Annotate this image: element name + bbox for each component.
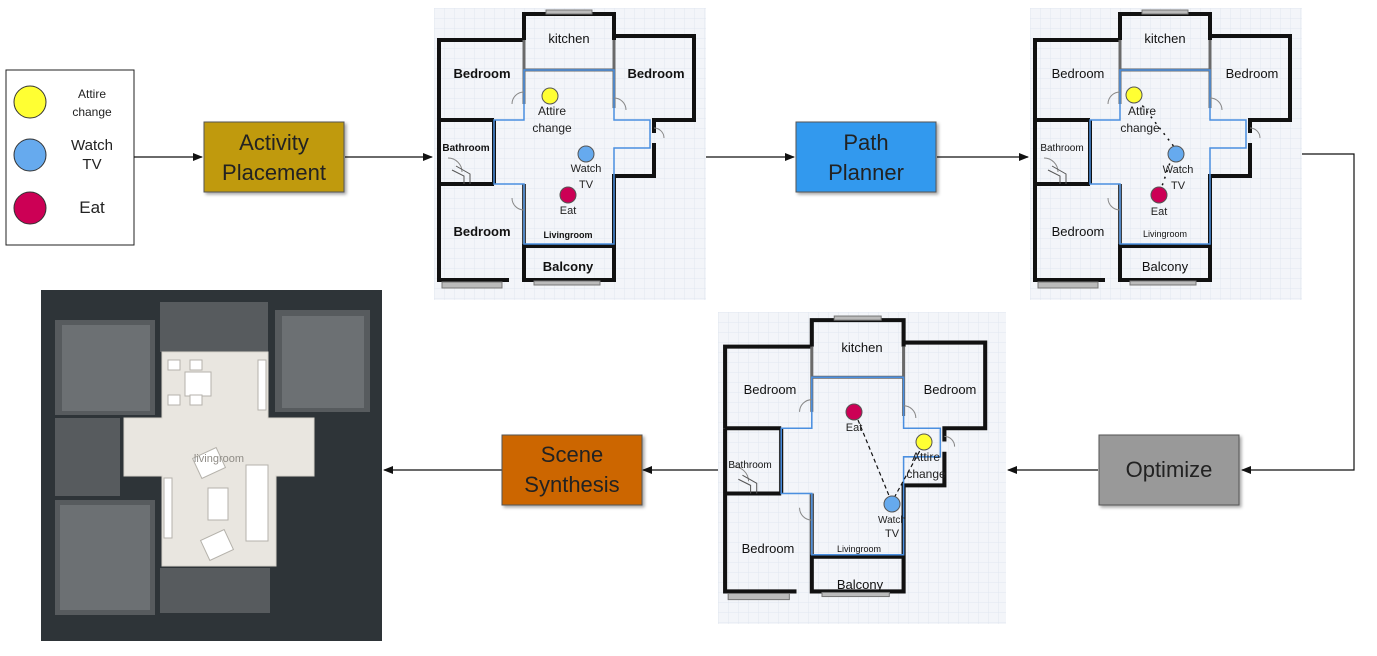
arrow-plan2-to-optimize — [1241, 153, 1355, 474]
plan2-watch-label-1: Watch — [1163, 164, 1194, 176]
plan2-path — [1137, 99, 1176, 193]
synthesized-scene-render: livingroom — [41, 290, 382, 641]
legend: Attire change Watch TV Eat — [5, 69, 135, 246]
plan2-livingroom-label: Livingroom — [1143, 229, 1187, 239]
plan1-eat-marker — [559, 186, 577, 204]
flow-arrows — [134, 153, 1355, 474]
plan3-eat-marker — [845, 403, 863, 421]
legend-eat-label: Eat — [79, 198, 105, 217]
scene-synthesis-label-2: Synthesis — [524, 472, 619, 497]
plan1-bedroom-bl-label: Bedroom — [453, 224, 510, 239]
plan2-bedroom-bl-label: Bedroom — [1052, 224, 1105, 239]
plan3-bedroom-tl-label: Bedroom — [744, 382, 797, 397]
plan2-eat-label: Eat — [1151, 206, 1168, 218]
render-livingroom-label: livingroom — [194, 453, 244, 465]
legend-attire-swatch — [13, 85, 47, 119]
floor-plan-optimized: kitchen Bedroom Bedroom Bathroom Bedroom… — [718, 312, 1006, 624]
plan1-eat-label: Eat — [560, 205, 577, 217]
plan3-eat-label: Eat — [846, 422, 863, 434]
plan2-attire-marker — [1125, 86, 1143, 104]
legend-watch-label-2: TV — [82, 156, 101, 173]
plan3-balcony-label: Balcony — [837, 577, 884, 592]
path-planner-label-1: Path — [843, 130, 888, 155]
legend-attire-label-1: Attire — [78, 87, 106, 101]
plan2-bedroom-tr-label: Bedroom — [1226, 66, 1279, 81]
plan2-bathroom-label: Bathroom — [1040, 143, 1083, 154]
legend-eat-swatch — [13, 191, 47, 225]
activity-placement-label-1: Activity — [239, 130, 309, 155]
legend-watch-label-1: Watch — [71, 137, 113, 154]
activity-placement-label-2: Placement — [222, 160, 326, 185]
plan1-watch-marker — [577, 145, 595, 163]
plan3-attire-label-1: Attire — [912, 450, 940, 464]
plan1-bedroom-tr-label: Bedroom — [627, 66, 684, 81]
legend-attire-label-2: change — [72, 105, 112, 119]
plan1-balcony-label: Balcony — [543, 259, 594, 274]
plan1-attire-label-1: Attire — [538, 104, 566, 118]
optimize-box: Optimize — [1098, 434, 1240, 506]
plan2-attire-label-2: change — [1120, 121, 1160, 135]
plan1-livingroom-label: Livingroom — [544, 230, 593, 240]
floor-plan-path-planner: kitchen Bedroom Bedroom Bathroom Bedroom… — [1030, 8, 1302, 300]
activity-placement-box: Activity Placement — [203, 121, 345, 193]
path-planner-label-2: Planner — [828, 160, 904, 185]
plan1-attire-label-2: change — [532, 121, 572, 135]
floor-plan-activity-placement: kitchen Bedroom Bedroom Bathroom Bedroom… — [434, 8, 706, 300]
legend-watch-swatch — [13, 138, 47, 172]
optimize-label: Optimize — [1126, 457, 1213, 482]
plan3-bedroom-tr-label: Bedroom — [924, 382, 977, 397]
plan1-watch-label-2: TV — [579, 179, 594, 191]
plan1-bedroom-tl-label: Bedroom — [453, 66, 510, 81]
plan2-watch-marker — [1167, 145, 1185, 163]
plan3-watch-label-2: TV — [885, 528, 900, 540]
path-planner-box: Path Planner — [795, 121, 937, 193]
plan1-watch-label-1: Watch — [571, 163, 602, 175]
plan3-livingroom-label: Livingroom — [837, 544, 881, 554]
plan3-attire-label-2: change — [906, 467, 946, 481]
plan3-attire-marker — [915, 433, 933, 451]
plan1-bathroom-label: Bathroom — [442, 143, 489, 154]
plan2-eat-marker — [1150, 186, 1168, 204]
plan2-bedroom-tl-label: Bedroom — [1052, 66, 1105, 81]
plan2-balcony-label: Balcony — [1142, 259, 1189, 274]
scene-synthesis-label-1: Scene — [541, 442, 603, 467]
plan3-kitchen-label: kitchen — [841, 340, 882, 355]
plan3-watch-label-1: Watch — [878, 515, 906, 526]
plan1-kitchen-label: kitchen — [548, 31, 589, 46]
plan2-watch-label-2: TV — [1171, 180, 1186, 192]
plan1-attire-marker — [541, 87, 559, 105]
plan3-path — [857, 419, 924, 499]
plan2-kitchen-label: kitchen — [1144, 31, 1185, 46]
plan2-attire-label-1: Attire — [1128, 104, 1156, 118]
scene-synthesis-box: Scene Synthesis — [501, 434, 643, 506]
plan3-bathroom-label: Bathroom — [728, 460, 771, 471]
plan3-bedroom-bl-label: Bedroom — [742, 541, 795, 556]
plan3-watch-marker — [883, 495, 901, 513]
